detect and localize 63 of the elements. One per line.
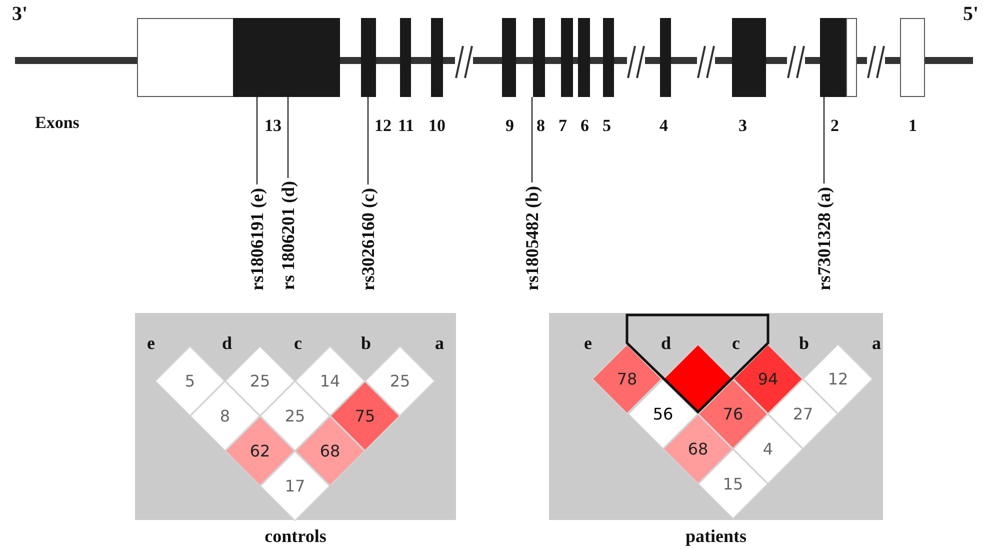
snp-letter: d bbox=[661, 333, 672, 354]
exon-number: 1 bbox=[908, 116, 917, 136]
snp-letter: e bbox=[147, 333, 155, 354]
exon-number: 9 bbox=[506, 116, 514, 136]
exon-number: 7 bbox=[558, 116, 567, 136]
leader-line bbox=[256, 97, 258, 185]
ld-value: 76 bbox=[722, 404, 744, 424]
exon-number: 12 bbox=[374, 116, 392, 136]
exon-block bbox=[820, 18, 846, 97]
panel-caption: controls bbox=[264, 526, 328, 547]
exon-number: 6 bbox=[580, 116, 589, 136]
ld-value: 15 bbox=[722, 474, 744, 494]
leader-line bbox=[367, 97, 369, 185]
snp-letter: b bbox=[799, 333, 810, 354]
ld-value: 25 bbox=[250, 372, 270, 390]
ld-value: 68 bbox=[320, 442, 340, 460]
snp-letter: e bbox=[584, 333, 592, 354]
ld-value: 4 bbox=[762, 440, 774, 458]
ld-value: 56 bbox=[652, 404, 674, 424]
axis-title: Exons bbox=[35, 113, 80, 133]
panel-caption: patients bbox=[684, 526, 748, 547]
exon-number: 3 bbox=[738, 116, 747, 136]
snp-letter: d bbox=[222, 333, 232, 354]
exon-number: 8 bbox=[536, 116, 545, 136]
snp-letter: c bbox=[732, 333, 740, 354]
exon-block bbox=[361, 18, 376, 97]
ld-value: 25 bbox=[390, 372, 410, 390]
snp-label: rs1805482 (b) bbox=[523, 186, 541, 290]
strand-end-label: 3' bbox=[12, 3, 28, 26]
snp-label: rs1806191 (e) bbox=[248, 188, 266, 290]
ld-plot-panel bbox=[135, 313, 456, 520]
ld-value: 25 bbox=[284, 406, 306, 426]
leader-line bbox=[531, 97, 533, 182]
ld-value: 62 bbox=[250, 442, 270, 460]
ld-value: 78 bbox=[616, 370, 638, 388]
ld-value: 5 bbox=[184, 372, 196, 390]
snp-label: rs 1806201 (d) bbox=[279, 181, 297, 290]
ld-value: 12 bbox=[828, 370, 848, 388]
snp-letter: a bbox=[435, 333, 444, 354]
snp-letter: b bbox=[361, 333, 372, 354]
ld-value: 27 bbox=[792, 404, 814, 424]
exon-number: 2 bbox=[830, 116, 839, 136]
snp-letter: c bbox=[294, 333, 302, 354]
exon-number: 5 bbox=[602, 116, 611, 136]
exon-number: 10 bbox=[428, 116, 446, 136]
snp-label: rs7301328 (a) bbox=[815, 186, 833, 290]
exon-number: 11 bbox=[398, 116, 414, 136]
ld-value: 75 bbox=[354, 406, 376, 426]
strand-end-label: 5' bbox=[963, 3, 979, 26]
snp-label: rs3026160 (c) bbox=[359, 188, 377, 290]
exon-block bbox=[233, 18, 340, 97]
snp-letter: a bbox=[872, 333, 881, 354]
ld-value: 94 bbox=[758, 370, 778, 388]
ld-plot-panel bbox=[549, 313, 883, 520]
exon-number: 13 bbox=[264, 116, 282, 136]
ld-value: 8 bbox=[220, 406, 230, 426]
exon-block bbox=[533, 18, 545, 97]
ld-value: 14 bbox=[320, 372, 340, 390]
exon-number: 4 bbox=[660, 116, 668, 136]
ld-value: 17 bbox=[284, 476, 306, 496]
leader-line bbox=[287, 97, 289, 178]
leader-line bbox=[823, 97, 825, 184]
ld-value: 68 bbox=[688, 440, 708, 458]
